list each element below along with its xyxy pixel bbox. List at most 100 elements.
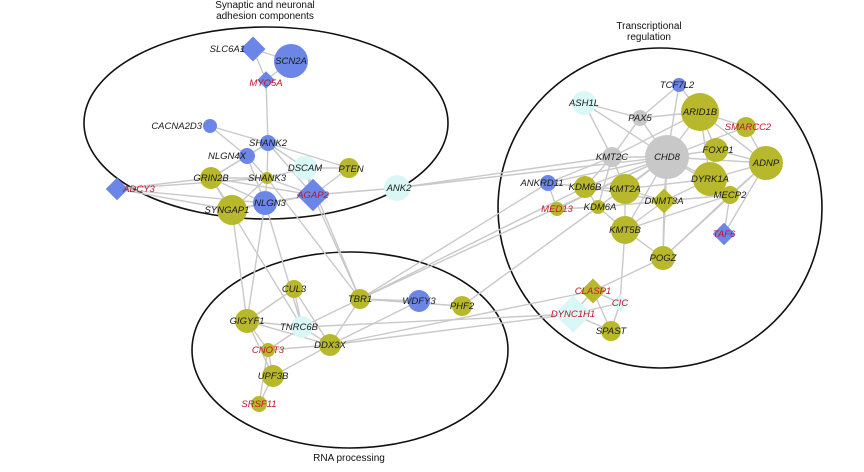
node-label-nlgn3: NLGN3 (254, 198, 286, 209)
node-label-pten: PTEN (338, 164, 363, 175)
node-med13 (550, 202, 564, 216)
nodes-layer (105, 36, 783, 412)
node-label-ank2: ANK2 (386, 183, 413, 194)
node-syngap1 (217, 195, 247, 225)
edge-phf2-kdm6a (461, 206, 599, 307)
node-label-dync1h1: DYNC1H1 (551, 309, 595, 320)
node-label-chd8: CHD8 (654, 152, 681, 163)
node-myo5a (257, 71, 275, 89)
node-dnmt3a (651, 188, 677, 214)
node-label-syngap1: SYNGAP1 (205, 205, 250, 216)
node-adcy3 (105, 177, 129, 201)
node-label-med13: MED13 (541, 204, 573, 215)
node-pogz (651, 246, 675, 270)
node-label-pogz: POGZ (650, 253, 678, 264)
node-upf3b (262, 365, 284, 387)
node-label-cacna2d3: CACNA2D3 (151, 121, 202, 132)
node-label-dscam: DSCAM (288, 163, 322, 174)
edge-ank2-kmt2c (396, 156, 613, 189)
node-label-ash1l: ASH1L (568, 98, 599, 109)
node-shank2 (260, 135, 276, 151)
node-mecp2 (721, 186, 739, 204)
node-label-dnmt3a: DNMT3A (644, 196, 683, 207)
node-label-tbr1: TBR1 (348, 294, 372, 305)
cluster-title-synaptic: adhesion components (216, 11, 314, 22)
node-label-tcf7l2: TCF7L2 (660, 80, 695, 91)
node-label-cnot3: CNOT3 (252, 345, 285, 356)
node-label-kmt2a: KMT2A (609, 184, 641, 195)
node-dyrk1a (693, 162, 727, 196)
node-wdfy3 (408, 290, 430, 312)
node-spast (601, 321, 621, 341)
node-arid1b (681, 93, 719, 131)
node-label-smarcc2: SMARCC2 (725, 122, 772, 133)
edge-adcy3-shank3 (116, 177, 268, 190)
node-label-spast: SPAST (596, 326, 628, 337)
edge-adcy3-syngap1 (116, 188, 233, 211)
node-nlgn3 (253, 191, 277, 215)
edge-tnrc6b-dync1h1 (301, 313, 574, 328)
edge-tbr1-ankrd11 (359, 182, 549, 300)
node-label-phf2: PHF2 (450, 301, 475, 312)
node-label-taf6: TAF6 (713, 229, 736, 240)
edge-ank2-chd8 (396, 156, 668, 189)
node-pax5 (632, 110, 648, 126)
edge-shank3-tbr1 (266, 177, 361, 300)
node-adnp (749, 146, 783, 180)
node-label-adcy3: ADCY3 (122, 184, 155, 195)
node-tbr1 (350, 289, 370, 309)
node-cnot3 (261, 343, 275, 357)
edge-tbr1-kdm6b (359, 186, 586, 300)
edge-tcf7l2-pax5 (639, 84, 680, 119)
node-cacna2d3 (203, 119, 217, 133)
edge-syngap1-gigyf1 (231, 209, 248, 322)
node-foxp1 (704, 138, 728, 162)
node-clasp1 (580, 278, 606, 304)
edge-ddx3x-clasp1 (329, 290, 594, 346)
node-phf2 (452, 296, 472, 316)
node-label-cul3: CUL3 (282, 284, 307, 295)
labels-layer: SLC6A1SCN2AMYO5ACACNA2D3SHANK2NLGN4XDSCA… (122, 44, 780, 410)
node-label-ankrd11: ANKRD11 (519, 178, 563, 189)
node-label-mecp2: MECP2 (714, 190, 747, 201)
cluster-title-transcriptional: Transcriptional (616, 21, 681, 32)
cluster-title-synaptic: Synaptic and neuronal (215, 0, 315, 11)
node-kmt2c (602, 147, 622, 167)
node-label-shank2: SHANK2 (249, 138, 288, 149)
node-label-pax5: PAX5 (628, 113, 652, 124)
node-cul3 (285, 280, 303, 298)
node-kmt2a (610, 174, 640, 204)
node-label-shank3: SHANK3 (248, 173, 287, 184)
node-label-nlgn4x: NLGN4X (208, 151, 247, 162)
edge-nlgn3-gigyf1 (246, 202, 266, 322)
node-grin2b (200, 167, 222, 189)
node-label-kdm6a: KDM6A (584, 202, 617, 213)
cluster-title-transcriptional: regulation (627, 32, 671, 43)
node-ankrd11 (540, 175, 556, 191)
edge-kmt5b-mecp2 (624, 194, 731, 231)
node-label-clasp1: CLASP1 (575, 286, 611, 297)
node-label-upf3b: UPF3B (258, 371, 289, 382)
node-scn2a (274, 44, 308, 78)
node-kdm6b (574, 176, 596, 198)
node-kdm6a (591, 200, 605, 214)
node-label-cic: CIC (612, 298, 629, 309)
node-ddx3x (319, 334, 341, 356)
edges-layer (116, 48, 767, 405)
edge-pogz-adnp (662, 162, 767, 259)
node-label-ddx3x: DDX3X (314, 340, 346, 351)
node-nlgn4x (239, 148, 255, 164)
node-label-slc6a1: SLC6A1 (210, 44, 245, 55)
node-label-wdfy3: WDFY3 (402, 296, 436, 307)
edge-myo5a-shank2 (265, 79, 269, 144)
cluster-title-rna: RNA processing (313, 453, 385, 464)
node-tnrc6b (291, 316, 313, 338)
node-label-arid1b: ARID1B (682, 107, 718, 118)
node-kmt5b (611, 216, 639, 244)
edge-shank2-pten (267, 142, 350, 169)
edge-clasp1-pogz (592, 257, 664, 292)
edge-kmt2c-ankrd11 (547, 156, 613, 184)
node-label-gigyf1: GIGYF1 (230, 316, 265, 327)
edge-cacna2d3-shank2 (209, 125, 269, 144)
